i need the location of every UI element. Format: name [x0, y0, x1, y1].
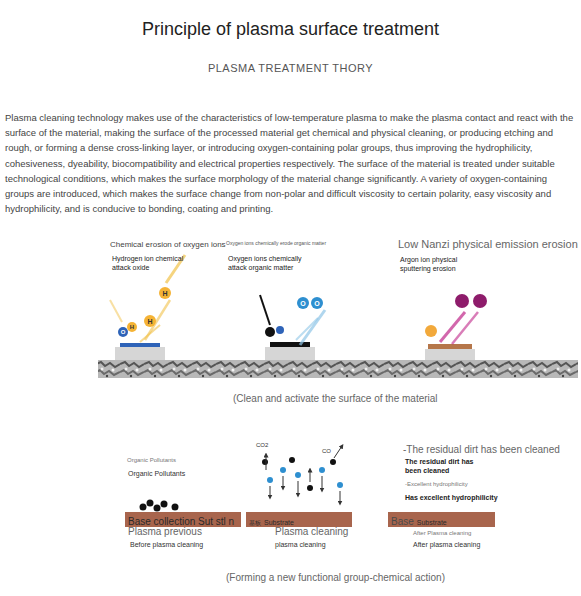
- fall-arrow: [298, 481, 299, 495]
- atom-letter: O: [300, 300, 305, 307]
- ion-ray: [300, 310, 325, 345]
- panel-note: Hydrogen ion chemical attack oxide: [112, 255, 184, 273]
- atom-letter: H: [130, 324, 134, 330]
- oxygen-ion: [267, 477, 273, 483]
- fall-arrow: [270, 486, 271, 497]
- substrate-text: Substrate: [264, 515, 294, 530]
- title: Principle of plasma surface treatment: [0, 18, 581, 41]
- organic-layer: [270, 342, 310, 347]
- substrate-text: Substrate: [417, 515, 447, 530]
- substrate-text: Base collection Sut stl n: [128, 514, 234, 529]
- argon-ion: [473, 294, 487, 308]
- pollutant-dots: [140, 500, 179, 512]
- atom-letter: H: [162, 290, 167, 297]
- oxide-layer: [120, 343, 160, 347]
- stage-label: Plasma cleaning: [275, 526, 348, 539]
- stage-label: After Plasma cleaning: [413, 530, 471, 538]
- pollutant: [161, 501, 168, 508]
- atom-letter: O: [314, 300, 319, 307]
- panel-caption: (Clean and activate the surface of the m…: [233, 393, 438, 406]
- sample-block: [425, 349, 475, 360]
- pollutant-label: Organic Pollutants: [127, 457, 176, 465]
- result-note: Has excellent hydrophilicity: [405, 494, 498, 503]
- oxygen-ion: [311, 297, 323, 309]
- sample-block: [115, 347, 165, 360]
- panel-note: Argon ion physical sputtering erosion: [400, 256, 472, 274]
- panel-heading: Chemical erosion of oxygen ions: [110, 240, 226, 250]
- substrate-text: 基板: [249, 516, 261, 531]
- pollutant-label: Organic Pollutants: [128, 470, 185, 479]
- stage-label: After plasma cleaning: [413, 541, 480, 550]
- atom-letter: O: [121, 329, 126, 335]
- cleaning-particles: [262, 446, 343, 503]
- pollutant: [330, 459, 336, 465]
- oxygen-ion: [276, 326, 284, 334]
- panel-heading: Oxygen ions chemically erode organic mat…: [226, 240, 326, 246]
- pollutant: [262, 459, 268, 465]
- result-note: -The residual dirt has been cleaned: [403, 444, 560, 457]
- surface-layer: [428, 344, 472, 349]
- panel-note: Oxygen ions chemically attack organic ma…: [228, 255, 308, 273]
- sample-block: [265, 347, 315, 360]
- intro-paragraph: Plasma cleaning technology makes use of …: [5, 110, 576, 216]
- hydrogen-ion: [159, 287, 171, 299]
- ion-ray: [110, 300, 122, 322]
- ion-ray: [296, 318, 318, 340]
- rise-arrow: [334, 446, 342, 458]
- ion-ray: [140, 325, 160, 342]
- oxygen-atom: [118, 327, 128, 337]
- substrate-bar: Base collection Sut stl n: [125, 512, 241, 527]
- oxygen-panel: [260, 295, 325, 360]
- ion-ray: [440, 312, 465, 342]
- result-note: -Excellent hydrophilicity: [405, 481, 468, 489]
- ground-band: [98, 360, 578, 378]
- pollutant: [140, 504, 147, 511]
- argon-panel: [425, 294, 487, 360]
- ion-ray: [260, 295, 270, 325]
- fall-arrow: [322, 476, 323, 490]
- pollutant: [307, 485, 313, 491]
- stage-label: plasma cleaning: [275, 541, 326, 550]
- fall-arrow: [340, 491, 341, 503]
- argon-ion: [455, 294, 469, 308]
- substrate-text: Base: [391, 514, 414, 529]
- rise-arrow: [310, 470, 311, 482]
- caption: (Forming a new functional group-chemical…: [226, 572, 445, 585]
- atom-letter: H: [147, 318, 152, 325]
- oxygen-ion: [295, 472, 301, 478]
- oxygen-ion: [319, 467, 325, 473]
- result-note: The residual dirt has been cleaned: [405, 458, 487, 476]
- organic-molecule: [265, 327, 275, 337]
- gas-label: CO: [322, 448, 331, 456]
- panel-heading: Low Nanzi physical emission erosion: [398, 238, 578, 252]
- oxygen-ion: [297, 297, 309, 309]
- stage-label: Before plasma cleaning: [130, 541, 203, 550]
- gas-label: CO2: [256, 442, 268, 450]
- stage-label: Plasma previous: [128, 526, 202, 539]
- pollutant: [147, 500, 154, 507]
- oxygen-ion: [280, 467, 286, 473]
- oxygen-ion: [337, 482, 343, 488]
- hydrogen-ion: [127, 322, 137, 332]
- sputtered-atom: [425, 325, 437, 337]
- substrate-bar: BaseSubstrate: [388, 512, 495, 527]
- pollutant: [289, 457, 295, 463]
- hydrogen-ion: [144, 315, 156, 327]
- ion-ray: [452, 312, 478, 344]
- pollutant: [172, 504, 179, 511]
- rise-arrow: [266, 455, 267, 470]
- subtitle: PLASMA TREATMENT THORY: [0, 62, 581, 76]
- substrate-bar: 基板Substrate: [246, 512, 352, 527]
- fall-arrow: [283, 476, 284, 488]
- hydrogen-panel: [110, 255, 185, 360]
- pollutant: [154, 505, 161, 512]
